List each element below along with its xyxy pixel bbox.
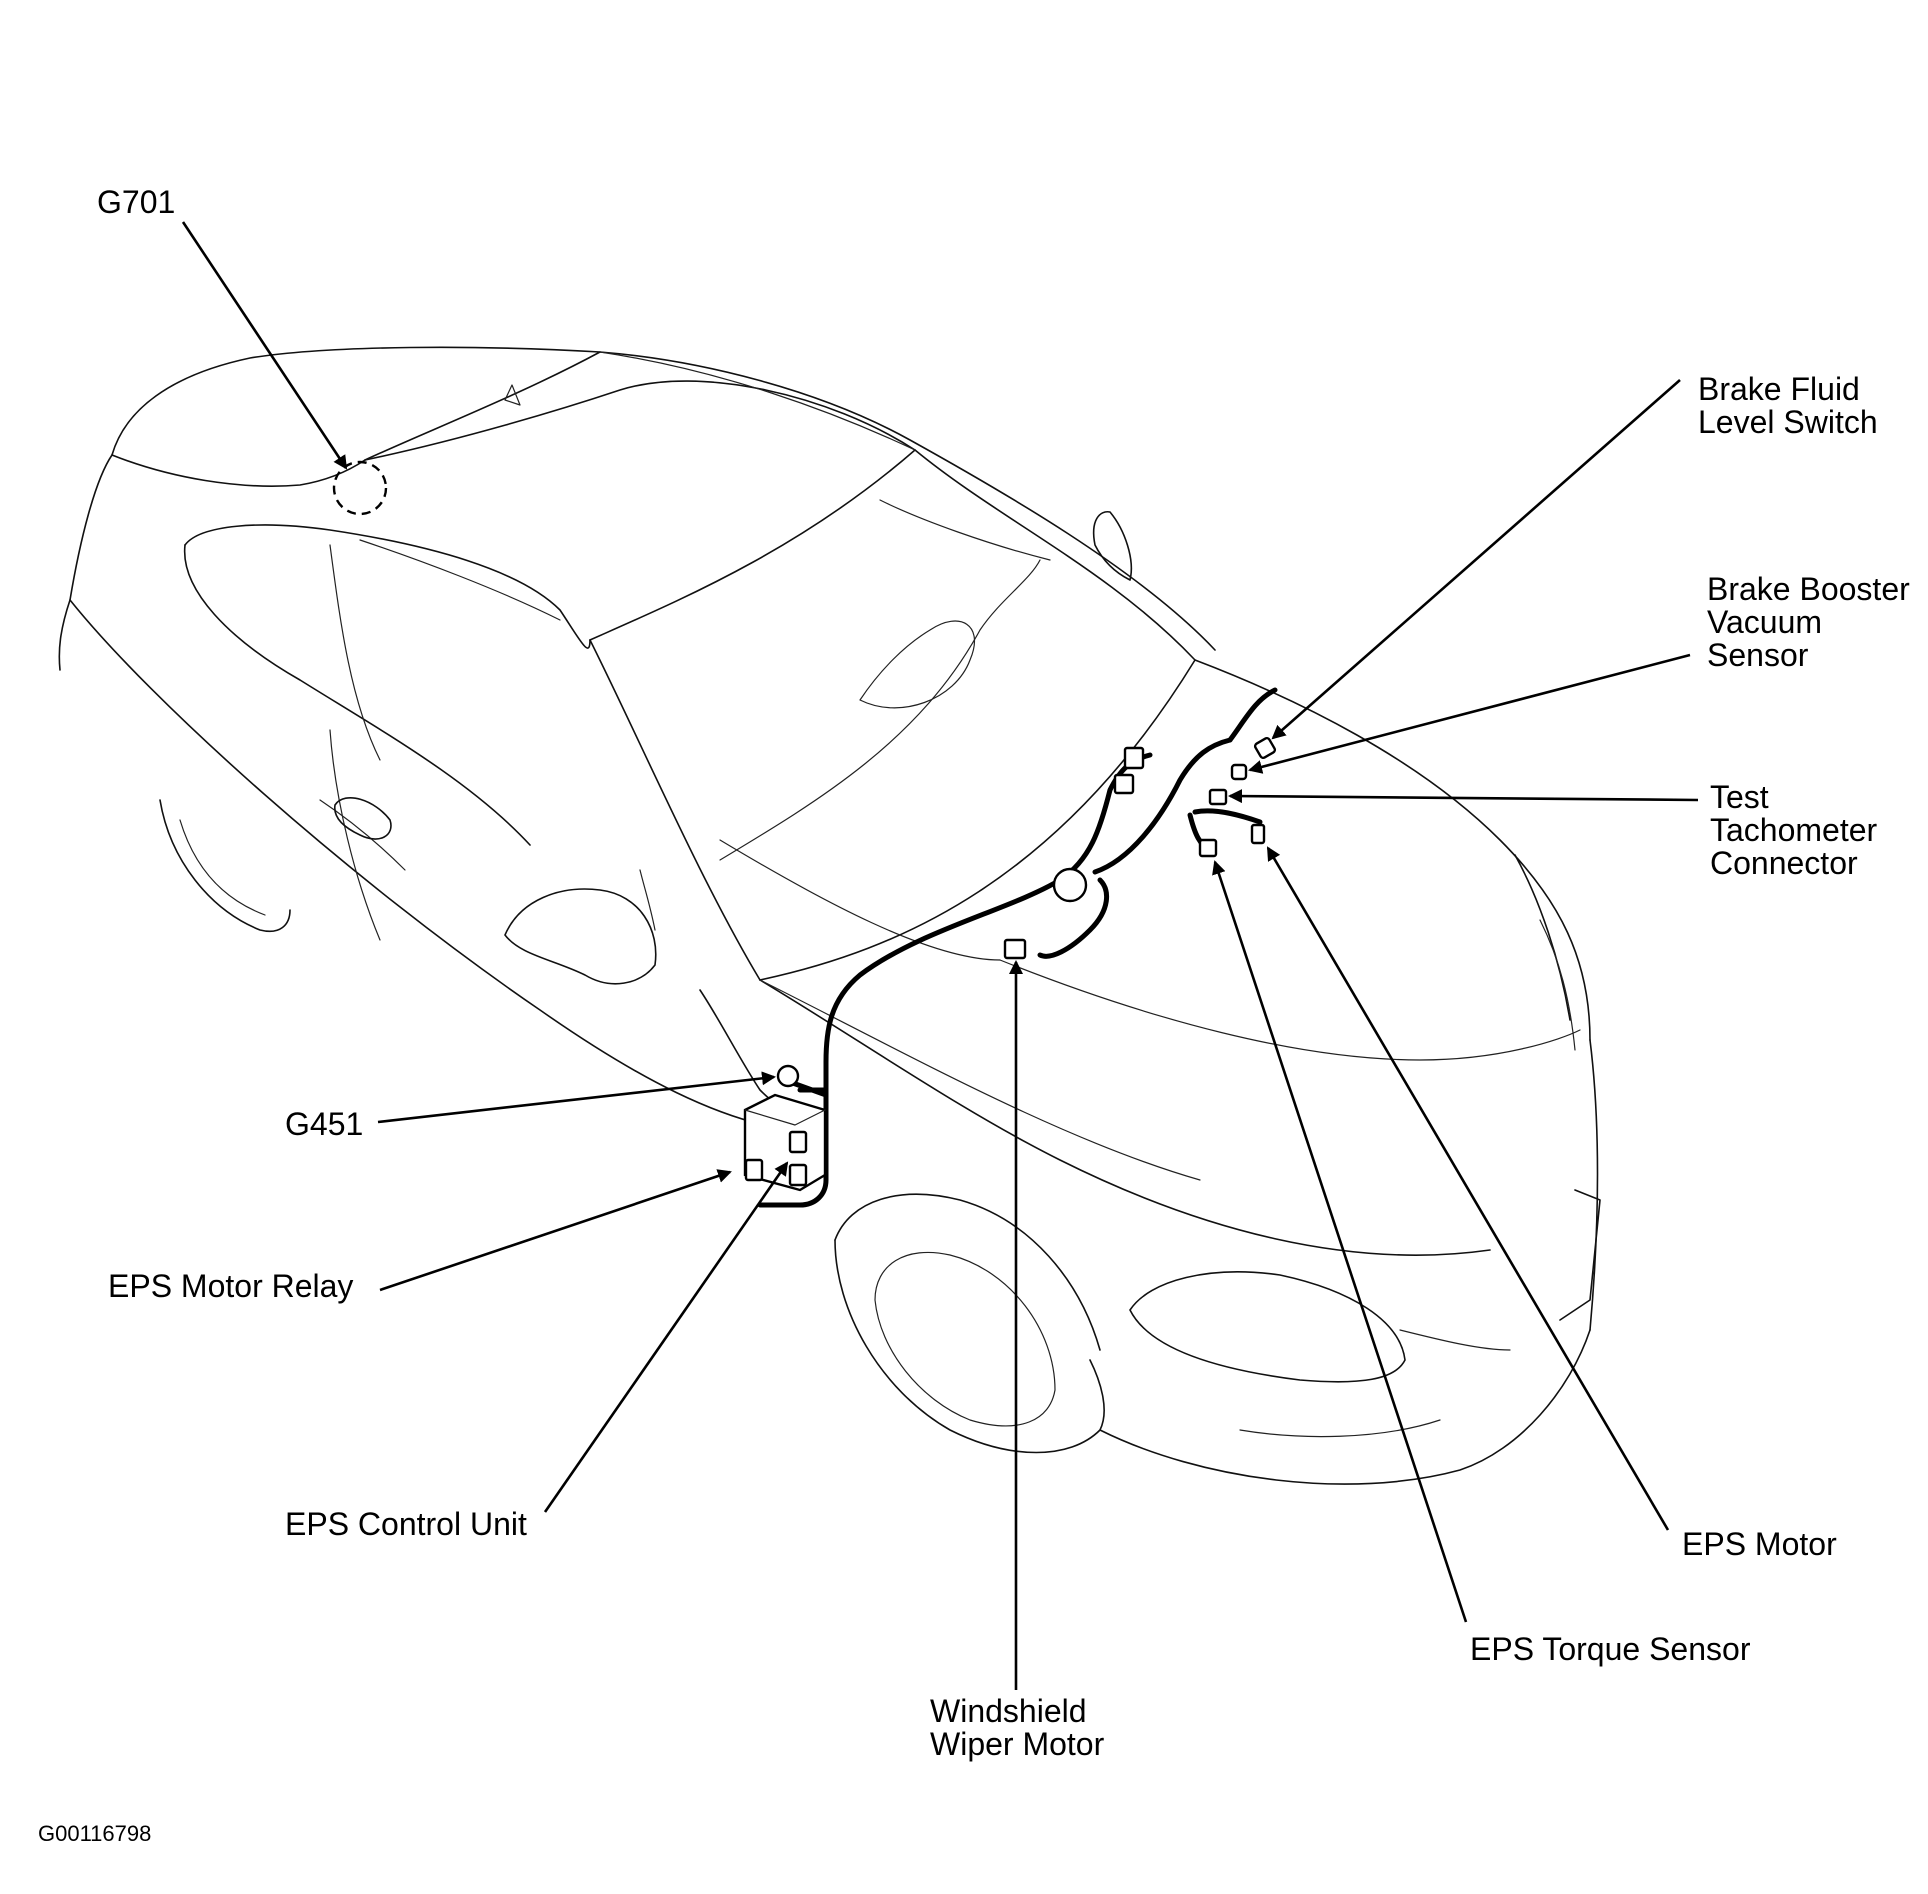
eps-motor-relay [744,1158,764,1182]
g701-marker [332,460,388,516]
label-brake-fluid-level-switch: Brake Fluid Level Switch [1698,371,1878,440]
eps-motor [1250,823,1266,845]
leader-eps-motor [1266,846,1670,1531]
label-brake-booster-vacuum-sensor: Brake Booster Vacuum Sensor [1707,571,1910,673]
eps-torque-sensor [1198,838,1218,858]
label-eps-motor: EPS Motor [1682,1526,1837,1562]
windshield-wiper-motor [1003,938,1027,960]
label-eps-control-unit: EPS Control Unit [285,1506,527,1542]
leader-lines [181,221,1699,1690]
brake-booster-vacuum-sensor [1230,763,1248,781]
figure-id: G00116798 [38,1821,152,1846]
label-g451: G451 [285,1106,364,1142]
label-windshield-wiper-motor: Windshield Wiper Motor [930,1693,1105,1762]
leader-brake-booster [1248,653,1691,774]
leader-test-tach [1228,789,1699,804]
car-outline [58,346,1601,1485]
control-unit-connector-a [788,1130,808,1154]
label-eps-motor-relay: EPS Motor Relay [108,1268,354,1304]
cowl-connector-a [1123,746,1145,770]
g451-ground [776,1064,800,1088]
leader-eps-motor-relay [379,1169,732,1292]
leader-g451 [377,1071,776,1124]
harness-grommet [1052,867,1088,903]
leader-eps-control-unit [543,1161,789,1513]
label-eps-torque-sensor: EPS Torque Sensor [1470,1631,1751,1667]
test-tachometer-connector [1208,788,1228,806]
leader-g701 [181,221,348,470]
label-g701: G701 [97,184,176,220]
leader-eps-torque [1212,860,1468,1623]
cowl-connector-b [1113,773,1135,795]
brake-fluid-level-switch [1253,736,1277,760]
label-test-tachometer-connector: Test Tachometer Connector [1710,779,1878,881]
leader-brake-fluid [1271,379,1681,740]
components [332,460,1277,1192]
control-unit-connector-b [788,1163,808,1187]
eps-control-unit-top [744,1109,826,1126]
